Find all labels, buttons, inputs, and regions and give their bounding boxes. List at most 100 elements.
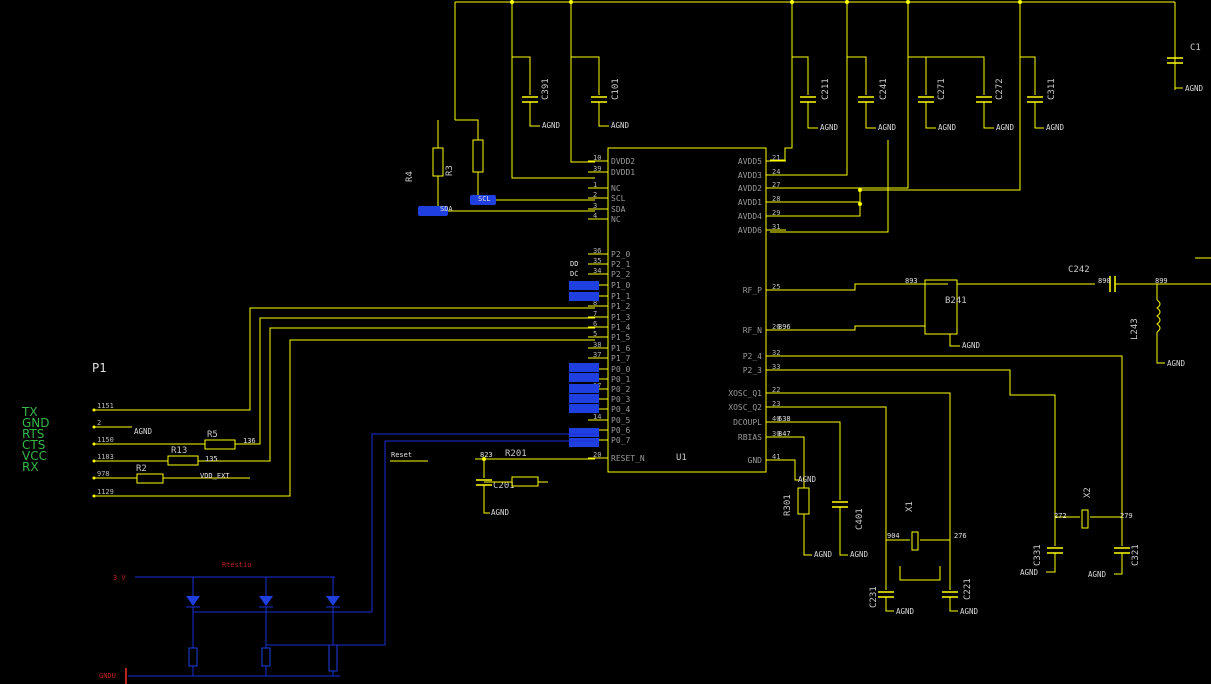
net-847: 847: [778, 430, 791, 438]
c311-gnd: AGND: [1046, 123, 1065, 132]
capacitor-c231[interactable]: C231 AGND: [869, 540, 915, 616]
capacitor-c271[interactable]: C271 AGND: [908, 56, 957, 132]
c272-label: C272: [995, 78, 1005, 100]
p1-pin-2[interactable]: 2: [92, 419, 102, 429]
resistor-r301[interactable]: R301 AGND: [783, 487, 833, 559]
connector-p1[interactable]: P1 TX GND RTS CTS VCC RX 115121150118397…: [21, 361, 114, 498]
pin-name: P0_6: [611, 426, 630, 435]
pin-name: P1_1: [611, 292, 630, 301]
ic-ref: U1: [676, 453, 687, 463]
inductor-l243[interactable]: L243 AGND: [1130, 284, 1186, 368]
led-1[interactable]: [186, 577, 200, 676]
r2-label: R2: [136, 464, 147, 474]
capacitor-c1[interactable]: C1 AGND: [1167, 43, 1204, 93]
pin-name: SDA: [611, 205, 626, 214]
net-890: 890: [1098, 277, 1111, 285]
r4-label: R4: [405, 171, 415, 182]
p1-pin-5[interactable]: 978: [92, 470, 110, 480]
pin-name: P1_4: [611, 323, 630, 332]
capacitor-c221[interactable]: C221 AGND: [942, 540, 979, 616]
scl-net: SCL: [478, 195, 491, 203]
pin-name: P2_2: [611, 270, 630, 279]
resistor-r13[interactable]: [167, 455, 199, 466]
crystal-x2[interactable]: X2 272 279: [1054, 487, 1133, 529]
dd-net: DD: [570, 260, 578, 268]
c211-gnd: AGND: [820, 123, 839, 132]
c391-gnd: AGND: [542, 121, 561, 130]
pin-number: 2: [593, 191, 597, 199]
capacitor-c272[interactable]: C272 AGND: [926, 56, 1015, 132]
resistor-r4[interactable]: [432, 147, 444, 177]
pin-name: AVDD1: [738, 198, 762, 207]
p1-cts: CTS: [22, 438, 45, 452]
c311-label: C311: [1047, 78, 1057, 100]
p1-pin-6[interactable]: 1129: [92, 488, 114, 498]
p1-gnd: GND: [22, 416, 50, 430]
resistor-r3[interactable]: [472, 139, 484, 173]
vdd-ext-net: VDD_EXT: [200, 472, 230, 480]
capacitor-c242[interactable]: C242 890 899: [1068, 265, 1211, 292]
resistor-r5[interactable]: [204, 439, 236, 450]
pin-number: 34: [593, 267, 601, 275]
led-2[interactable]: [259, 577, 273, 676]
pin-number: 35: [593, 257, 601, 265]
pin-name: AVDD6: [738, 226, 762, 235]
pin-name: RESET_N: [611, 454, 645, 463]
p1-pin-4[interactable]: 1183: [92, 453, 114, 463]
l243-label: L243: [1130, 318, 1140, 340]
ic-pin-p2_2[interactable]: 34 P2_2: [588, 267, 630, 279]
capacitor-c391[interactable]: C391 AGND: [512, 56, 561, 130]
p1-pin-net: 1151: [97, 402, 114, 410]
capacitor-c331[interactable]: C331 AGND: [1020, 517, 1063, 577]
crystal-x1[interactable]: X1 904 276: [886, 501, 967, 551]
pin-name: P2_1: [611, 260, 630, 269]
p1-pin-3[interactable]: 1150: [92, 436, 114, 446]
p1-pin-net: 2: [97, 419, 101, 427]
capacitor-c101[interactable]: C101 AGND: [571, 56, 630, 130]
c211-label: C211: [821, 78, 831, 100]
p1-pin-1[interactable]: 1151: [92, 402, 114, 412]
resistor-r2[interactable]: [136, 473, 164, 484]
ic-pin-p2_1[interactable]: 35 P2_1: [588, 257, 630, 269]
pin-name: P0_5: [611, 416, 630, 425]
capacitor-c321[interactable]: C321 AGND: [1088, 517, 1141, 579]
balun-b241[interactable]: B241 AGND: [924, 279, 1095, 350]
capacitor-c311[interactable]: C311 AGND: [1020, 56, 1065, 132]
capacitor-c401[interactable]: C401 AGND: [832, 501, 869, 559]
reset-net: Reset: [391, 451, 412, 459]
resistor-r201[interactable]: [511, 476, 539, 487]
reset-circuit: Reset 823 R201 AGND C201: [390, 449, 595, 517]
led-3[interactable]: [326, 577, 340, 676]
capacitor-c211[interactable]: C211 AGND: [792, 56, 839, 132]
capacitor-c241[interactable]: C241 AGND: [847, 56, 897, 132]
